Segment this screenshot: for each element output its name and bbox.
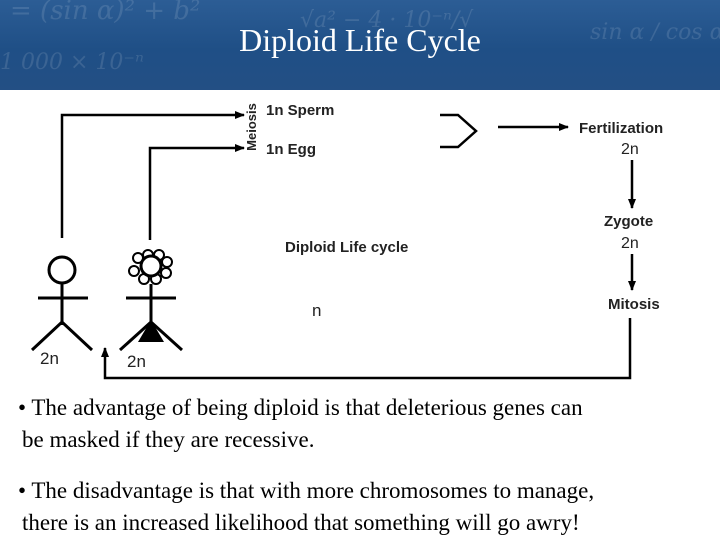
background-formula: 1 000 × 10⁻ⁿ	[0, 50, 144, 75]
meiosis-label: Meiosis	[244, 103, 259, 151]
zygote-label: Zygote	[604, 213, 653, 230]
mitosis-return-line	[101, 318, 632, 380]
slide-title: Diploid Life Cycle	[239, 22, 481, 58]
bullet-advantage-line2: be masked if they are recessive.	[22, 427, 315, 452]
female-figure	[118, 249, 184, 352]
bullet-disadvantage-line2: there is an increased likelihood that so…	[22, 510, 580, 535]
title-banner: = (sin α)² + b² √a² − 4 · 10⁻ⁿ/√ sin α /…	[0, 0, 720, 90]
bullet-advantage-line1: • The advantage of being diploid is that…	[18, 395, 583, 420]
background-formula: √a² − 4 · 10⁻ⁿ/√	[300, 8, 474, 33]
gamete-merge-line	[440, 113, 478, 149]
bullet-disadvantage-line1: • The disadvantage is that with more chr…	[18, 478, 595, 503]
background-formula: = (sin α)² + b²	[10, 0, 201, 26]
egg-label: 1n Egg	[266, 141, 316, 158]
mitosis-label: Mitosis	[608, 296, 660, 313]
fertilization-label: Fertilization	[579, 120, 663, 137]
bullet-disadvantage: • The disadvantage is that with more chr…	[18, 475, 708, 539]
center-n-label: n	[312, 301, 321, 320]
life-cycle-diagram: Meiosis 1n Sperm 1n Egg Fertilization 2n…	[30, 102, 663, 380]
male-ploidy: 2n	[40, 349, 59, 368]
female-to-egg-line	[148, 144, 245, 240]
diagram-center-title: Diploid Life cycle	[285, 239, 408, 256]
female-ploidy: 2n	[127, 352, 146, 371]
male-to-sperm-line	[60, 111, 245, 238]
zygote-ploidy: 2n	[621, 235, 639, 252]
male-figure	[30, 255, 94, 352]
fertilization-ploidy: 2n	[621, 141, 639, 158]
bullet-advantage: • The advantage of being diploid is that…	[18, 392, 708, 456]
sperm-label: 1n Sperm	[266, 102, 334, 119]
background-formula: sin α / cos α	[590, 20, 720, 45]
